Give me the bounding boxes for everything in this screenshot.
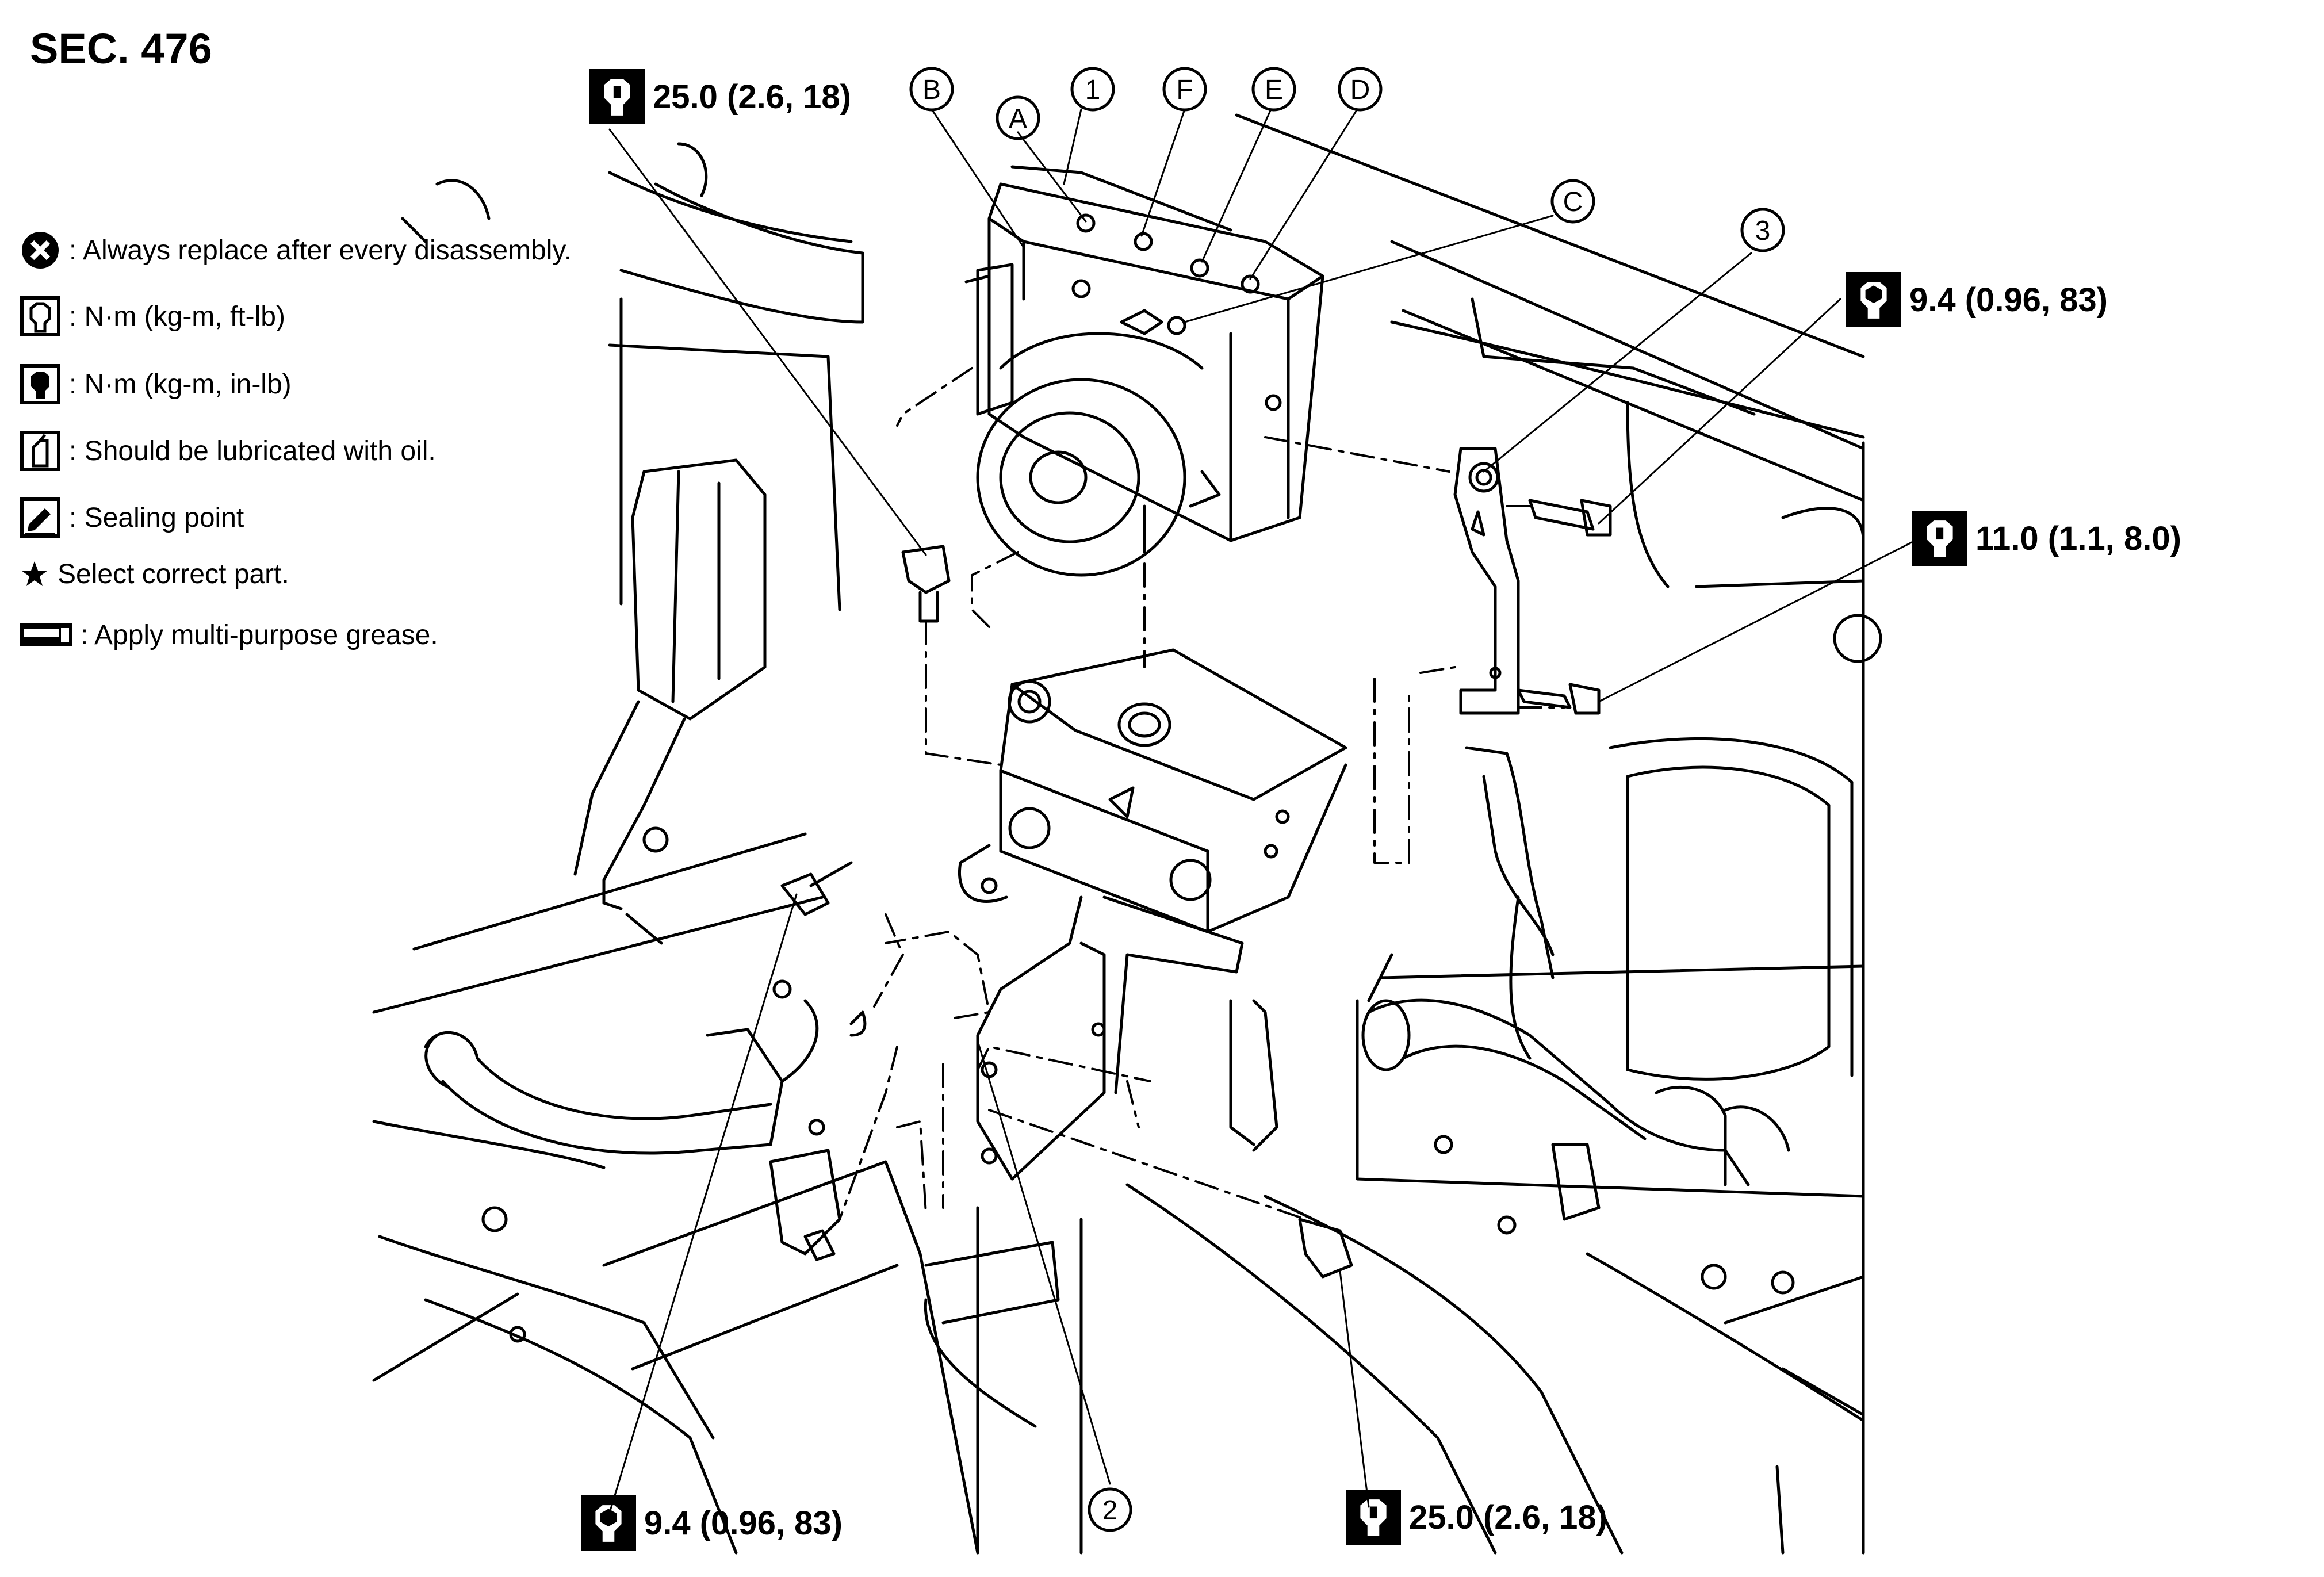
torque-value: 25.0 (2.6, 18) — [1409, 1498, 1607, 1536]
legend-row-oil: : Should be lubricated with oil. — [17, 428, 436, 474]
legend-text: : Always replace after every disassembly… — [69, 235, 572, 266]
callout-label-D: D — [1350, 75, 1370, 105]
torque-ft-lb-icon — [1912, 511, 1967, 566]
callout-circles — [909, 67, 1785, 1532]
vehicle-body-structure — [372, 113, 1882, 1555]
callout-label-A: A — [1009, 104, 1027, 134]
callout-label-3: 3 — [1755, 216, 1771, 246]
legend-row-torque-ft-lb: : N·m (kg-m, ft-lb) — [17, 293, 285, 339]
torque-value: 25.0 (2.6, 18) — [653, 78, 851, 116]
harness-connector — [573, 458, 767, 910]
torque-in-lb-icon — [17, 361, 63, 407]
legend-row-always-replace: : Always replace after every disassembly… — [17, 227, 572, 273]
legend-text: : Apply multi-purpose grease. — [81, 619, 438, 650]
legend-row-sealing: : Sealing point — [17, 495, 244, 541]
torque-label-top-right: 9.4 (0.96, 83) — [1846, 272, 2108, 327]
torque-value: 9.4 (0.96, 83) — [1909, 281, 2108, 319]
assembly-guide-lines — [839, 367, 1565, 1220]
torque-value: 9.4 (0.96, 83) — [644, 1504, 843, 1542]
sealing-point-icon — [17, 495, 63, 541]
legend-text: : N·m (kg-m, ft-lb) — [69, 301, 285, 332]
section-number: SEC. 476 — [30, 25, 212, 72]
star-icon — [17, 551, 52, 597]
leader-lines — [608, 108, 1916, 1514]
legend-row-star: Select correct part. — [17, 551, 289, 597]
callout-label-1: 1 — [1085, 75, 1101, 105]
abs-actuator — [964, 165, 1324, 577]
torque-value: 11.0 (1.1, 8.0) — [1975, 519, 2181, 557]
legend-row-torque-in-lb: : N·m (kg-m, in-lb) — [17, 361, 292, 407]
torque-ft-lb-icon — [1346, 1490, 1401, 1545]
callout-label-B: B — [922, 75, 941, 105]
side-bracket — [1453, 447, 1520, 715]
torque-label-bottom-left: 9.4 (0.96, 83) — [581, 1495, 843, 1551]
torque-label-right: 11.0 (1.1, 8.0) — [1912, 511, 2181, 566]
torque-ft-lb-icon — [589, 69, 645, 124]
callout-label-C: C — [1563, 187, 1583, 217]
legend-text: : Sealing point — [69, 502, 244, 533]
oil-can-icon — [17, 428, 63, 474]
legend-row-grease: : Apply multi-purpose grease. — [17, 612, 438, 658]
torque-label-bottom-right: 25.0 (2.6, 18) — [1346, 1490, 1607, 1545]
grease-icon — [17, 612, 75, 658]
legend-text: : N·m (kg-m, in-lb) — [69, 369, 292, 400]
brake-booster-lines — [1229, 775, 1790, 1221]
legend-text: Select correct part. — [58, 558, 289, 590]
always-replace-icon — [17, 227, 63, 273]
torque-in-lb-icon — [581, 1495, 636, 1551]
torque-in-lb-icon — [1846, 272, 1901, 327]
abs-bracket — [958, 648, 1347, 1181]
mounting-bolts — [625, 499, 1612, 1279]
callout-label-2: 2 — [1102, 1495, 1118, 1526]
callout-label-F: F — [1176, 75, 1193, 105]
torque-ft-lb-icon — [17, 293, 63, 339]
callout-label-E: E — [1265, 75, 1283, 105]
brake-hose — [424, 999, 841, 1256]
legend-text: : Should be lubricated with oil. — [69, 435, 436, 466]
torque-label-top-left: 25.0 (2.6, 18) — [589, 69, 851, 124]
